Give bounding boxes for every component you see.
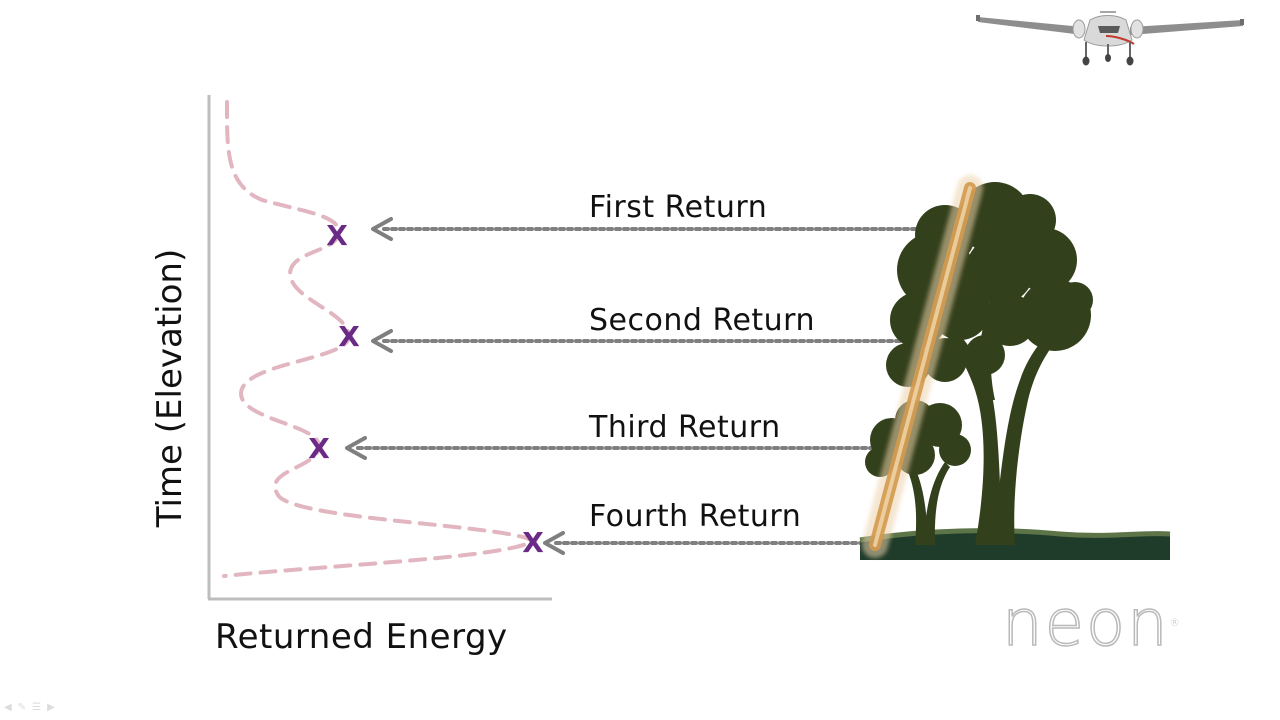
airplane-icon [976,11,1244,66]
first-return-arrow [371,217,957,241]
logo-registered-mark: ® [1169,618,1182,629]
return-markers: X X X X [308,219,544,559]
prev-icon[interactable]: ◀ [4,702,18,713]
first-return-marker: X [326,219,348,252]
third-return-label: Third Return [589,410,781,445]
y-axis-label: Time (Elevation) [150,248,190,528]
lidar-beam [862,175,983,558]
fourth-return-label: Fourth Return [589,499,802,534]
tree-icon [859,182,1171,560]
second-return-label: Second Return [589,303,815,338]
return-arrows [345,217,957,555]
first-return-label: First Return [589,190,768,225]
player-controls[interactable]: ◀✎☰▶ [4,702,61,713]
fourth-return-arrow [543,531,874,555]
second-return-marker: X [338,320,360,353]
neon-logo: neon® [1001,591,1182,657]
next-icon[interactable]: ▶ [47,702,61,713]
third-return-arrow [345,436,894,460]
logo-text: neon [1001,587,1170,661]
fourth-return-marker: X [522,526,544,559]
x-axis-label: Returned Energy [215,617,508,657]
menu-icon[interactable]: ☰ [32,702,48,713]
second-return-arrow [371,329,924,353]
return-waveform [222,100,537,578]
pen-icon[interactable]: ✎ [17,702,33,713]
ground [860,530,1170,560]
third-return-marker: X [308,432,330,465]
chart-axes [207,95,552,601]
